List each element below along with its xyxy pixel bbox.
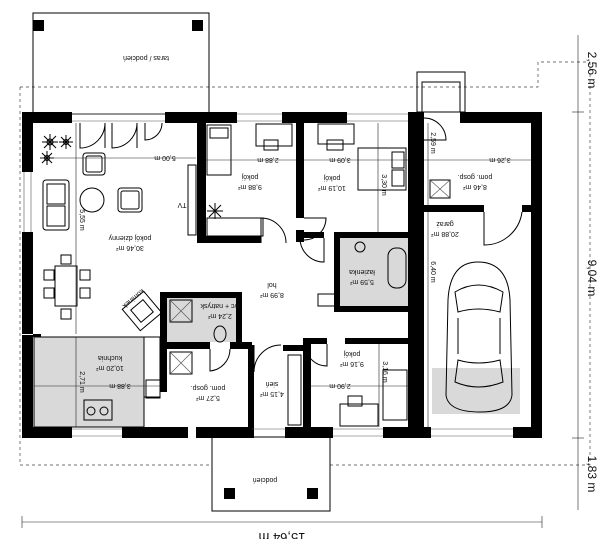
porch-bottom: podcień	[211, 436, 331, 512]
label-lazienka-name: łazienka	[349, 268, 375, 275]
label-hol-name: hol	[267, 281, 277, 288]
interior-walls	[33, 112, 534, 438]
label-pokoj1-name: pokój	[241, 173, 258, 180]
dim-pokoj3-w: 2,90 m	[329, 382, 351, 389]
windows	[23, 113, 513, 437]
car-icon	[432, 261, 520, 414]
dim-right-top: 2,56 m	[585, 52, 599, 89]
furniture	[33, 123, 520, 428]
label-salon-area: 30,46 m²	[116, 244, 144, 251]
roof-outline	[19, 61, 591, 466]
dim-pomgosp1-w: 3,26 m	[489, 156, 511, 163]
label-sien-area: 4,15 m²	[259, 390, 283, 397]
dimension-labels: 5,00 m 5,55 m 2,88 m 3,09 m 3,30 m 2,59 …	[78, 52, 599, 539]
dim-pokoj3-h: 3,16 m	[381, 361, 388, 383]
label-hol-area: 8,99 m²	[259, 291, 283, 298]
label-pomgosp2-name: pom. gosp.	[191, 384, 226, 391]
label-sien-name: sień	[265, 380, 278, 387]
dim-garaz-h: 6,40 m	[429, 261, 436, 283]
label-kuchnia-name: kuchnia	[98, 354, 122, 361]
dim-kuchnia-w: 3,88 m	[109, 382, 131, 389]
label-wc-area: 2,24 m²	[207, 312, 231, 319]
label-pokoj3-area: 9,16 m²	[339, 360, 363, 367]
dim-kuchnia-h: 2,71 m	[78, 371, 85, 393]
room-labels: pokój dzienny 30,46 m² pokój 9,88 m² pok…	[96, 173, 493, 401]
dim-pokoj2-w: 3,09 m	[329, 156, 351, 163]
dim-salon-w: 5,00 m	[154, 154, 176, 161]
label-pokoj2-area: 10,19 m²	[318, 184, 346, 191]
label-pomgosp1-area: 8,46 m²	[462, 183, 486, 190]
dimension-lines	[21, 35, 584, 528]
label-podcien: podcień	[253, 476, 278, 483]
label-lazienka-area: 5,59 m²	[349, 278, 373, 285]
dim-total-w: 15,64 m	[259, 530, 306, 539]
label-pokoj2-name: pokój	[323, 174, 340, 181]
label-tv: TV	[177, 201, 186, 208]
label-kominek: kominek	[120, 287, 145, 309]
label-garaz-area: 20,88 m²	[431, 230, 459, 237]
dim-pokoj1-w: 2,88 m	[257, 156, 279, 163]
label-pokoj1-area: 9,88 m²	[237, 183, 261, 190]
label-wc-name: wc + natrysk	[200, 302, 241, 309]
label-pokoj3-name: pokój	[343, 350, 360, 357]
dim-right-bottom: 1,83 m	[585, 456, 599, 493]
label-taras: taras / podcień	[123, 54, 169, 61]
label-pomgosp2-area: 5,27 m²	[195, 394, 219, 401]
label-salon-name: pokój dzienny	[108, 234, 151, 241]
label-kuchnia-area: 10,20 m²	[96, 364, 124, 371]
dim-total-h: 9,04 m	[585, 260, 599, 297]
dim-salon-h: 5,55 m	[78, 209, 85, 231]
terrace-top: taras / podcień	[32, 12, 210, 115]
dim-pokoj2-h: 3,30 m	[380, 174, 387, 196]
side-entry	[416, 71, 466, 113]
plant-icon	[40, 134, 73, 165]
dim-pomgosp1-h: 2,59 m	[429, 132, 436, 154]
label-garaz-name: garaż	[436, 220, 454, 227]
plant-icon-small	[207, 203, 223, 219]
label-pomgosp1-name: pom. gosp.	[458, 173, 493, 180]
